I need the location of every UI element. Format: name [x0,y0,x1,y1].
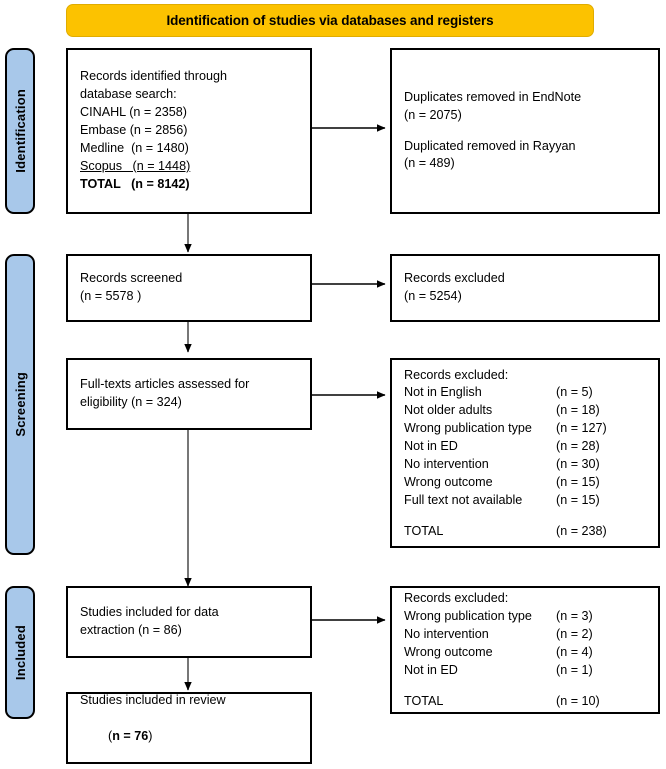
excluded-fulltext-heading: Records excluded: [404,367,509,382]
studies-in-review-count: (n = 76) [80,710,298,764]
excluded-included-spacer [404,680,646,693]
excluded-included-row: Wrong outcome (n = 4) [404,644,646,662]
excluded-fulltext-row-count: (n = 28) [556,439,600,454]
box-records-excluded-included: Records excluded: Wrong publication type… [390,586,660,714]
box-duplicates-removed: Duplicates removed in EndNote (n = 2075)… [390,48,660,214]
studies-data-extraction-line-1: Studies included for data [80,605,219,620]
box-studies-data-extraction: Studies included for data extraction (n … [66,586,312,658]
box-studies-in-review: Studies included in review (n = 76) [66,692,312,764]
excluded-fulltext-row-label: Wrong outcome [404,474,493,489]
excluded-fulltext-total-count: (n = 238) [556,523,607,538]
excluded-fulltext-row: Not older adults (n = 18) [404,402,646,420]
excluded-fulltext-row-count: (n = 18) [556,403,600,418]
excluded-fulltext-row-label: Not in ED [404,439,458,454]
diagram-banner-title: Identification of studies via databases … [66,4,594,37]
box-fulltext-assessed: Full-texts articles assessed for eligibi… [66,358,312,430]
records-screened-count: (n = 5578 ) [80,289,142,303]
excluded-included-row: No intervention (n = 2) [404,626,646,644]
box-records-excluded-screening: Records excluded (n = 5254) [390,254,660,322]
box-records-excluded-fulltext: Records excluded: Not in English (n = 5)… [390,358,660,548]
excluded-fulltext-row: No intervention (n = 30) [404,456,646,474]
records-identified-cinahl: CINAHL (n = 2358) [80,105,187,120]
excluded-fulltext-total-label: TOTAL [404,523,444,538]
records-screened-label: Records screened [80,271,183,286]
excluded-fulltext-row: Full text not available (n = 15) [404,492,646,510]
stage-label-identification: Identification [12,89,28,173]
excluded-fulltext-total-row: TOTAL (n = 238) [404,523,646,541]
records-excluded-screening-count: (n = 5254) [404,289,462,303]
excluded-fulltext-row: Wrong outcome (n = 15) [404,474,646,492]
excluded-included-total-row: TOTAL (n = 10) [404,693,646,711]
excluded-fulltext-row-count: (n = 127) [556,421,607,436]
excluded-included-row-count: (n = 3) [556,609,593,624]
excluded-included-row-count: (n = 1) [556,662,593,677]
records-identified-total: TOTAL (n = 8142) [80,176,190,191]
excluded-fulltext-row-count: (n = 5) [556,385,593,400]
stage-label-included: Included [12,624,28,681]
excluded-fulltext-row-count: (n = 15) [556,474,600,489]
records-identified-embase: Embase (n = 2856) [80,123,188,138]
excluded-fulltext-row-count: (n = 30) [556,456,600,471]
excluded-included-total-label: TOTAL [404,693,444,708]
excluded-included-total-count: (n = 10) [556,693,600,708]
excluded-included-row: Not in ED (n = 1) [404,662,646,680]
records-identified-line-2: database search: [80,87,177,102]
excluded-fulltext-row: Not in ED (n = 28) [404,438,646,456]
excluded-included-row-label: Not in ED [404,662,458,677]
box-records-screened: Records screened (n = 5578 ) [66,254,312,322]
records-identified-scopus: Scopus (n = 1448) [80,158,191,173]
studies-data-extraction-line-2: extraction (n = 86) [80,623,182,637]
excluded-included-row-label: No intervention [404,627,489,642]
studies-in-review-n: n = 76 [112,729,149,743]
excluded-fulltext-row-label: Not older adults [404,403,493,418]
records-identified-line-1: Records identified through [80,69,228,84]
stage-bar-identification: Identification [5,48,35,214]
excluded-fulltext-row-label: No intervention [404,456,489,471]
box-records-identified: Records identified through database sear… [66,48,312,214]
duplicates-rayyan-count: (n = 489) [404,156,455,171]
excluded-included-row-label: Wrong publication type [404,609,532,624]
excluded-fulltext-row: Wrong publication type (n = 127) [404,420,646,438]
records-identified-medline: Medline (n = 1480) [80,140,189,155]
duplicates-endnote-count: (n = 2075) [404,107,462,122]
studies-in-review-paren-open: ( [108,729,113,743]
excluded-fulltext-spacer [404,510,646,523]
studies-in-review-paren-close: ) [148,729,153,743]
excluded-fulltext-row-label: Not in English [404,385,482,400]
excluded-included-row-count: (n = 2) [556,627,593,642]
excluded-fulltext-row: Not in English (n = 5) [404,384,646,402]
studies-in-review-label: Studies included in review [80,693,226,708]
stage-bar-included: Included [5,586,35,719]
stage-bar-screening: Screening [5,254,35,555]
excluded-included-row-label: Wrong outcome [404,645,493,659]
excluded-included-row-count: (n = 4) [556,645,593,659]
excluded-fulltext-row-label: Wrong publication type [404,421,532,436]
banner-label: Identification of studies via databases … [166,13,494,28]
excluded-fulltext-row-label: Full text not available [404,492,523,507]
fulltext-assessed-line-1: Full-texts articles assessed for [80,377,250,392]
fulltext-assessed-line-2: eligibility (n = 324) [80,395,182,409]
duplicates-spacer [404,125,646,138]
duplicates-rayyan-label: Duplicated removed in Rayyan [404,138,576,153]
records-excluded-screening-label: Records excluded [404,271,505,286]
excluded-included-row: Wrong publication type (n = 3) [404,608,646,626]
excluded-included-heading: Records excluded: [404,591,509,606]
stage-label-screening: Screening [12,372,28,437]
excluded-fulltext-row-count: (n = 15) [556,492,600,507]
duplicates-endnote-label: Duplicates removed in EndNote [404,89,582,104]
